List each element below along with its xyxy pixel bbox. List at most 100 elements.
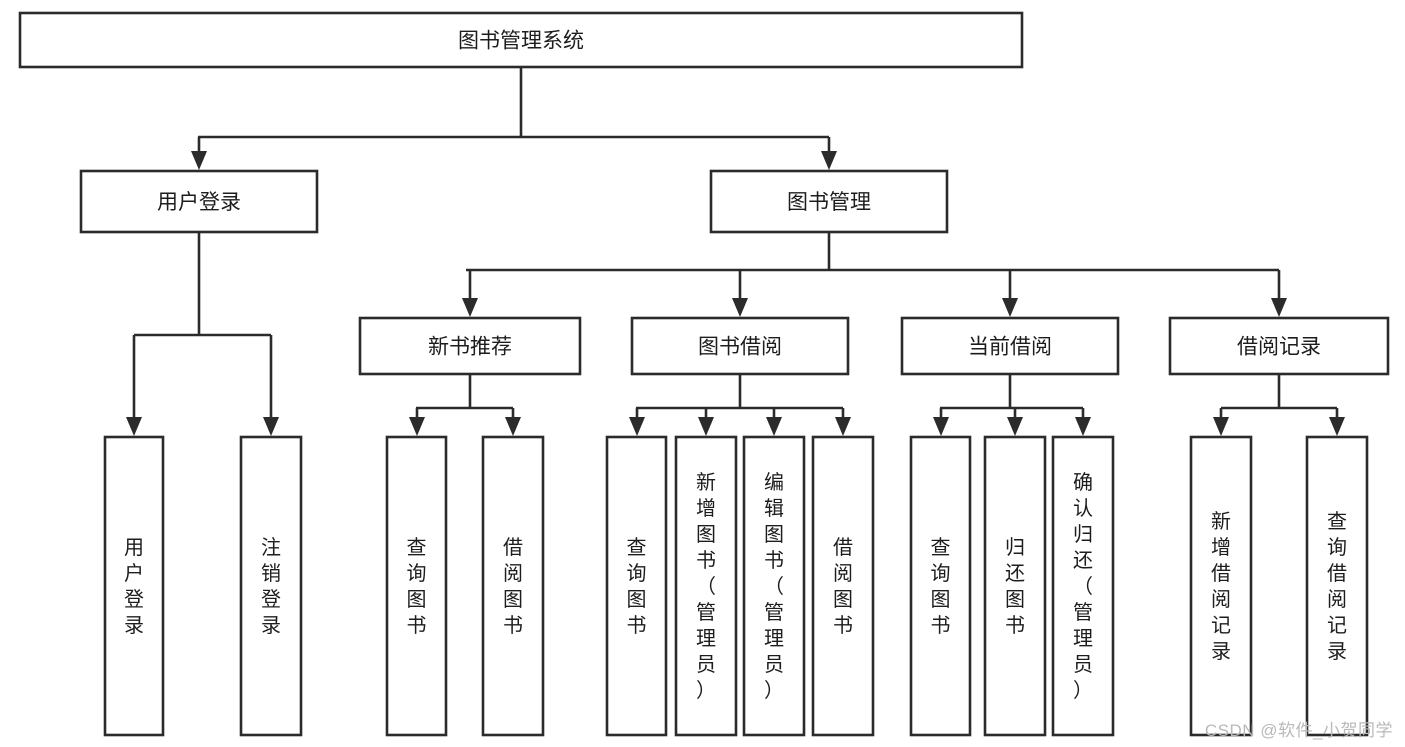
- node-label-char: 阅: [1211, 588, 1231, 611]
- node-user-login[interactable]: 用户登录: [79, 169, 319, 234]
- node-label-char: 图: [627, 589, 647, 611]
- node-layer: 图书管理系统用户登录图书管理新书推荐图书借阅当前借阅借阅记录用户登录注销登录查询…: [18, 11, 1390, 737]
- node-box[interactable]: [79, 169, 319, 234]
- node-leaf-user-login[interactable]: 用户登录: [103, 435, 165, 737]
- node-box[interactable]: [1051, 435, 1115, 737]
- node-label-char: 书: [1005, 614, 1025, 637]
- node-label-char: 图: [407, 589, 427, 611]
- node-box[interactable]: [605, 435, 668, 737]
- node-label-char: 注: [261, 536, 281, 559]
- connector-bus: [1221, 374, 1337, 410]
- node-box[interactable]: [385, 435, 448, 737]
- connector-arrow: [1271, 270, 1287, 317]
- node-label-char: 图: [503, 589, 523, 611]
- node-box[interactable]: [103, 435, 165, 737]
- node-label: 当前借阅: [968, 336, 1052, 359]
- node-box[interactable]: [909, 435, 972, 737]
- node-label-char: 认: [1073, 497, 1093, 520]
- node-new-book-recommend[interactable]: 新书推荐: [358, 316, 582, 376]
- connector-arrow: [933, 408, 949, 436]
- node-book-borrow[interactable]: 图书借阅: [630, 316, 850, 376]
- node-label-char: 书: [696, 549, 716, 572]
- node-label-char: 查: [627, 536, 647, 559]
- node-box[interactable]: [742, 435, 806, 737]
- node-label-char: 询: [1327, 536, 1347, 559]
- connector-bus: [636, 374, 843, 410]
- node-label-char: ）: [696, 679, 716, 702]
- node-box[interactable]: [481, 435, 545, 737]
- node-label-char: 阅: [1327, 588, 1347, 611]
- node-box[interactable]: [674, 435, 738, 737]
- connector-arrow: [766, 408, 782, 436]
- node-box[interactable]: [709, 169, 949, 234]
- node-label-char: 录: [1327, 641, 1347, 663]
- node-label-char: 书: [931, 614, 951, 637]
- node-box[interactable]: [358, 316, 582, 376]
- node-label-char: 询: [407, 562, 427, 585]
- node-label-char: 查: [931, 536, 951, 559]
- node-label-char: 归: [1005, 536, 1025, 559]
- node-box[interactable]: [630, 316, 850, 376]
- node-label-char: 还: [1005, 562, 1025, 585]
- node-box[interactable]: [239, 435, 303, 737]
- node-label-char: 员: [696, 654, 716, 676]
- node-label-char: 图: [833, 589, 853, 611]
- node-label-char: 理: [696, 628, 716, 650]
- node-label-char: 增: [1211, 536, 1231, 559]
- node-label-char: 新: [1211, 510, 1231, 533]
- node-label-char: ）: [764, 679, 784, 702]
- connector-arrow: [1213, 408, 1229, 436]
- node-label: 图书管理: [787, 191, 871, 214]
- node-label-char: 阅: [833, 562, 853, 585]
- node-label-char: 图: [1005, 589, 1025, 611]
- node-label: 图书管理系统: [458, 30, 584, 53]
- connector-bus: [134, 232, 271, 337]
- node-current-borrow[interactable]: 当前借阅: [900, 316, 1120, 376]
- connector-bus: [416, 374, 513, 410]
- node-box[interactable]: [900, 316, 1120, 376]
- node-label-char: 户: [124, 562, 144, 585]
- node-label-char: 记: [1211, 614, 1231, 637]
- node-label-char: ）: [1073, 679, 1093, 702]
- node-label-char: 借: [503, 536, 523, 559]
- node-label-char: 理: [764, 628, 784, 650]
- connector-arrow: [263, 335, 279, 436]
- node-label-char: 员: [1073, 654, 1093, 676]
- node-label: 新书推荐: [428, 336, 512, 359]
- connector-arrow: [505, 408, 521, 436]
- node-box[interactable]: [18, 11, 1024, 69]
- connector-arrow: [1007, 408, 1023, 436]
- node-label-char: （: [764, 575, 784, 598]
- node-box[interactable]: [1189, 435, 1253, 737]
- node-label-char: 阅: [503, 562, 523, 585]
- connector-arrow: [1002, 270, 1018, 317]
- node-label-char: 用: [124, 537, 144, 559]
- node-box[interactable]: [1305, 435, 1369, 737]
- node-borrow-record[interactable]: 借阅记录: [1168, 316, 1390, 376]
- connector-arrow: [629, 408, 645, 436]
- node-label-char: 录: [1211, 641, 1231, 663]
- node-root[interactable]: 图书管理系统: [18, 11, 1024, 69]
- node-box[interactable]: [811, 435, 875, 737]
- node-box[interactable]: [983, 435, 1047, 737]
- node-label-char: （: [1073, 575, 1093, 598]
- node-box[interactable]: [1168, 316, 1390, 376]
- node-label-char: 书: [833, 614, 853, 637]
- node-book-manage[interactable]: 图书管理: [709, 169, 949, 234]
- node-label-char: 借: [1211, 562, 1231, 585]
- node-label-char: 归: [1073, 523, 1093, 546]
- node-label-char: 销: [261, 562, 281, 585]
